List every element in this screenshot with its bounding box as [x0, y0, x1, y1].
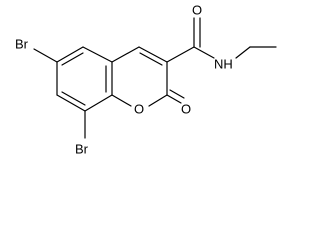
bond-c4a-c4 [111, 46, 140, 63]
structure-canvas: Br Br O O O NH [15, 2, 277, 156]
amide-nitrogen-label: NH [214, 56, 233, 71]
bond-c5-c6 [56, 46, 84, 63]
lactone-oxygen-label: O [181, 101, 191, 116]
chemical-structure: Br Br O O O NH [15, 2, 277, 156]
ring-oxygen-label: O [134, 101, 144, 116]
bromine-bottom-label: Br [75, 141, 89, 156]
bond-c6-br [33, 48, 58, 63]
bond-c7-c8 [56, 94, 86, 112]
amide-oxygen-label: O [192, 2, 202, 17]
bond-c2-o-lactone-double [169, 89, 185, 99]
bond-o1-c8a [111, 94, 132, 107]
bond-c4-c3-double [139, 52, 163, 66]
bond-c3-camide [166, 46, 195, 63]
bond-c4a-c5 [82, 46, 113, 63]
bond-c2-o1 [148, 94, 168, 107]
bond-c5-c6-double [61, 52, 84, 66]
bond-c8-c8a [84, 94, 113, 112]
bond-c7-c8-double [61, 91, 86, 106]
bromine-top-label: Br [15, 36, 29, 51]
bond-c2-o-lactone [166, 94, 182, 104]
bond-n-methyl [235, 46, 251, 59]
bond-camide-n [193, 46, 215, 59]
bond-c4-c3 [138, 46, 168, 63]
